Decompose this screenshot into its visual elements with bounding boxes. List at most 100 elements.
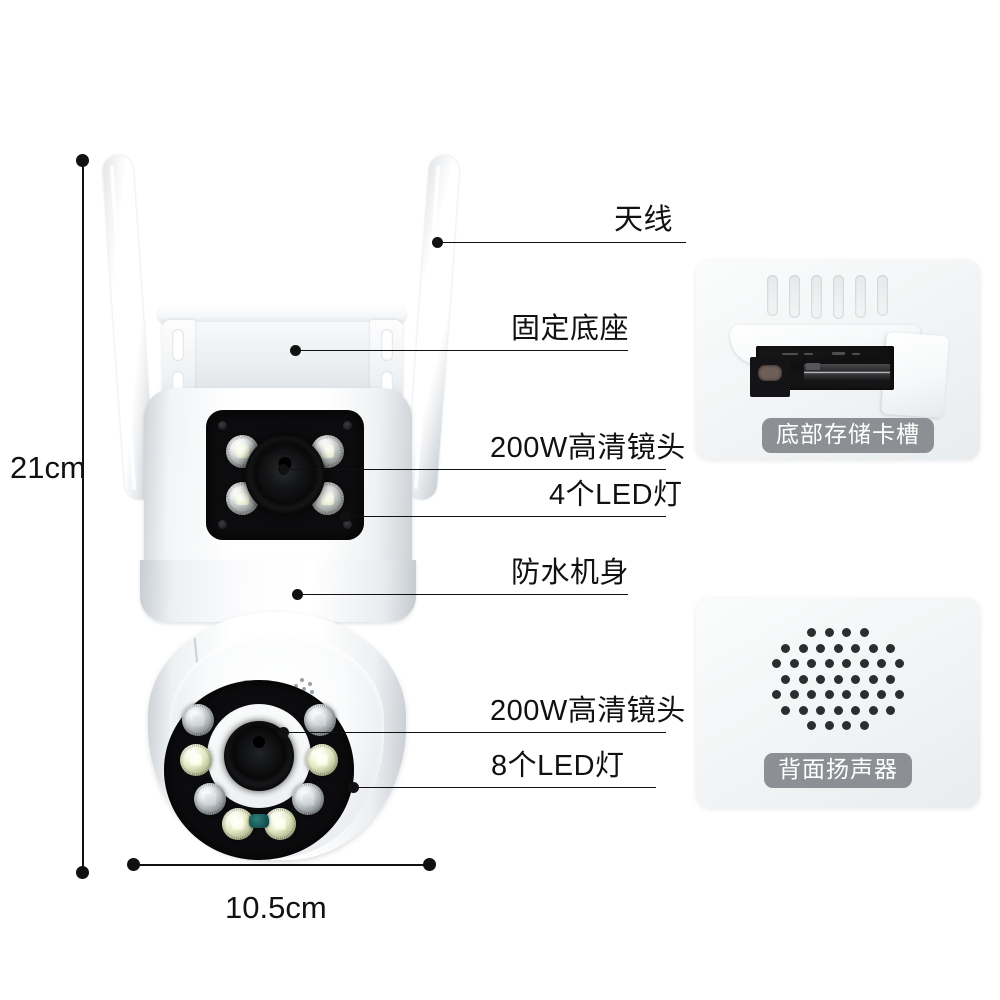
- speaker-hole: [807, 690, 817, 699]
- silk-marking-1: [782, 353, 798, 355]
- vent-slot-5: [855, 275, 866, 318]
- detail-panel-speaker: 背面扬声器: [696, 598, 980, 808]
- speaker-hole: [868, 643, 878, 653]
- speaker-hole: [798, 705, 808, 715]
- dome-led-2: [180, 744, 212, 776]
- speaker-hole: [789, 690, 799, 699]
- dome-lens-pupil: [253, 736, 265, 748]
- speaker-hole: [851, 643, 860, 653]
- callout-lower-lens-label: 200W高清镜头: [490, 695, 686, 727]
- vent-slot-3: [811, 275, 822, 319]
- speaker-hole: [868, 705, 878, 715]
- speaker-hole: [894, 659, 904, 668]
- speaker-hole: [851, 674, 860, 684]
- dome-led-6: [306, 744, 338, 776]
- silk-marking-4: [852, 353, 860, 355]
- speaker-hole: [781, 705, 790, 715]
- callout-lower-leds-label: 8个LED灯: [491, 750, 625, 782]
- width-dimension-line: [133, 864, 429, 866]
- speaker-hole: [798, 643, 808, 653]
- dome-led-3: [194, 783, 226, 815]
- bracket-slot-right-top: [381, 329, 393, 361]
- callout-upper-lens-label: 200W高清镜头: [490, 432, 686, 464]
- height-dimension-label: 21cm: [10, 450, 86, 485]
- lens-plate-screw-top-left: [218, 421, 227, 430]
- speaker-grid: [768, 620, 908, 738]
- upper-main-lens: [245, 435, 325, 515]
- callout-antenna-label: 天线: [614, 204, 674, 236]
- speaker-hole: [886, 705, 895, 715]
- callout-lower-leds-line: [356, 787, 656, 788]
- speaker-badge: 背面扬声器: [764, 753, 912, 788]
- speaker-hole: [824, 628, 834, 637]
- speaker-hole: [859, 628, 869, 637]
- camera-body-lip: [140, 560, 416, 622]
- speaker-hole: [851, 705, 860, 715]
- dome-led-array: [164, 680, 354, 860]
- callout-upper-leds-label: 4个LED灯: [549, 479, 683, 511]
- sd-card-slot-tab: [806, 363, 820, 370]
- lens-plate-screw-top-right: [343, 421, 352, 430]
- bracket-slot-left-top: [172, 329, 184, 361]
- vent-slot-1: [767, 275, 778, 316]
- speaker-hole: [842, 721, 852, 730]
- speaker-hole: [781, 643, 790, 653]
- lens-plate-screw-bottom-right: [343, 520, 352, 529]
- speaker-hole: [807, 659, 817, 668]
- callout-waterproof-body-line: [300, 594, 628, 595]
- silk-marking-3: [832, 352, 845, 355]
- speaker-hole: [859, 690, 869, 699]
- antenna-right: [406, 154, 460, 501]
- speaker-hole: [816, 674, 825, 684]
- speaker-hole: [877, 690, 887, 699]
- camera-product-illustration: [100, 140, 460, 870]
- width-dimension-dot-right: [423, 858, 436, 871]
- callout-upper-lens-dot: [278, 464, 289, 475]
- card-slot-badge: 底部存储卡槽: [762, 418, 934, 453]
- callout-antenna-dot: [432, 237, 443, 248]
- lens-plate-screw-bottom-left: [218, 520, 227, 529]
- speaker-hole: [833, 705, 843, 715]
- reset-button-hole: [758, 365, 782, 381]
- speaker-hole: [772, 690, 782, 699]
- callout-antenna-line: [440, 242, 686, 243]
- dome-led-1: [182, 704, 214, 736]
- speaker-hole: [894, 690, 904, 699]
- speaker-hole: [886, 674, 895, 684]
- vent-slot-4: [833, 275, 844, 319]
- dome-led-4: [222, 808, 254, 840]
- callout-upper-leds-dot: [340, 511, 351, 522]
- vent-slot-2: [789, 275, 800, 318]
- speaker-hole: [833, 643, 843, 653]
- speaker-hole: [877, 659, 887, 668]
- callout-waterproof-body-dot: [292, 589, 303, 600]
- dome-led-8: [264, 808, 296, 840]
- height-dimension-line: [82, 160, 84, 872]
- callout-lower-lens-line: [286, 732, 666, 733]
- callout-waterproof-body-label: 防水机身: [511, 557, 630, 589]
- speaker-hole: [816, 643, 825, 653]
- speaker-hole: [833, 674, 843, 684]
- speaker-hole: [859, 721, 869, 730]
- speaker-hole: [859, 659, 869, 668]
- speaker-hole: [789, 659, 799, 668]
- dome-led-5: [304, 704, 336, 736]
- width-dimension-dot-left: [127, 858, 140, 871]
- speaker-hole: [781, 674, 790, 684]
- detail-panel-card-slot: 底部存储卡槽: [696, 260, 980, 460]
- speaker-hole: [868, 674, 878, 684]
- callout-upper-lens-line: [286, 469, 666, 470]
- height-dimension-dot-top: [76, 154, 89, 167]
- height-dimension-dot-bottom: [76, 866, 89, 879]
- speaker-hole: [824, 659, 834, 668]
- speaker-hole: [772, 659, 782, 668]
- speaker-hole: [798, 674, 808, 684]
- speaker-hole: [807, 721, 817, 730]
- callout-fixed-base-label: 固定底座: [511, 313, 630, 345]
- silk-marking-2: [804, 353, 813, 355]
- speaker-hole: [842, 690, 852, 699]
- speaker-hole: [816, 705, 825, 715]
- speaker-hole: [824, 690, 834, 699]
- callout-lower-leds-dot: [348, 782, 359, 793]
